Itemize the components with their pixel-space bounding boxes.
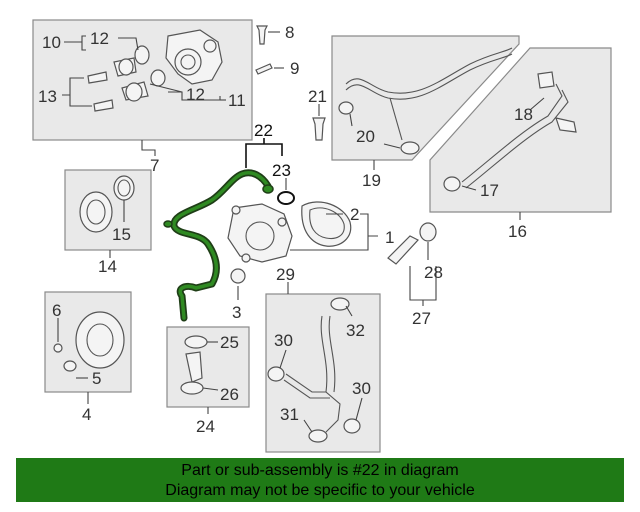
callout-23: 23 [272, 161, 291, 180]
callout-6: 6 [52, 301, 61, 320]
callout-12-lower: 12 [186, 85, 205, 104]
part-23-o-ring [277, 178, 295, 205]
callout-9: 9 [290, 59, 299, 78]
callout-8: 8 [285, 23, 294, 42]
callout-10: 10 [42, 33, 61, 52]
callout-3: 3 [232, 303, 241, 322]
callout-25: 25 [220, 333, 239, 352]
callout-11: 11 [228, 91, 246, 110]
group-7-thermostat-housing [32, 19, 253, 141]
part-22-highlighted-hose[interactable] [163, 169, 274, 322]
callout-13: 13 [38, 87, 57, 106]
callout-labels: 1 2 3 4 5 6 7 8 9 10 11 12 12 13 14 15 1… [38, 23, 533, 436]
callout-22: 22 [254, 121, 273, 140]
info-banner: Part or sub-assembly is #22 in diagram D… [16, 458, 624, 502]
callout-31: 31 [280, 405, 299, 424]
callout-18: 18 [514, 105, 533, 124]
callout-5: 5 [92, 369, 101, 388]
loose-parts [255, 25, 326, 141]
group-16-coolant-pipe [429, 47, 612, 220]
callout-1: 1 [385, 228, 394, 247]
callout-26: 26 [220, 385, 239, 404]
banner-line-2: Diagram may not be specific to your vehi… [165, 482, 475, 499]
callout-20: 20 [356, 127, 375, 146]
group-24-hose-clamps [166, 326, 250, 414]
callout-27: 27 [412, 309, 431, 328]
callout-32: 32 [346, 321, 365, 340]
callout-leaders-7 [62, 35, 226, 156]
callout-16: 16 [508, 222, 527, 241]
banner-line-1: Part or sub-assembly is #22 in diagram [181, 462, 459, 479]
group-4-pump-pulley [44, 291, 132, 404]
group-19-heater-tube [331, 35, 520, 170]
callout-4: 4 [82, 405, 91, 424]
callout-28: 28 [424, 263, 443, 282]
callout-24: 24 [196, 417, 215, 436]
callout-29: 29 [276, 265, 295, 284]
callout-30-left: 30 [274, 331, 293, 350]
callout-21: 21 [308, 87, 327, 106]
callout-12-upper: 12 [90, 29, 109, 48]
callout-7: 7 [150, 156, 159, 175]
callout-30-right: 30 [352, 379, 371, 398]
callout-14: 14 [98, 257, 117, 276]
callout-22-bracket [245, 138, 283, 168]
group-27-fitting [387, 222, 437, 306]
callout-15: 15 [112, 225, 131, 244]
callout-2: 2 [350, 205, 359, 224]
group-1-water-pump [227, 201, 378, 300]
callout-19: 19 [362, 171, 381, 190]
callout-17: 17 [480, 181, 499, 200]
group-14-pulley-seal [64, 169, 152, 258]
group-29-bypass-pipe [265, 282, 381, 453]
